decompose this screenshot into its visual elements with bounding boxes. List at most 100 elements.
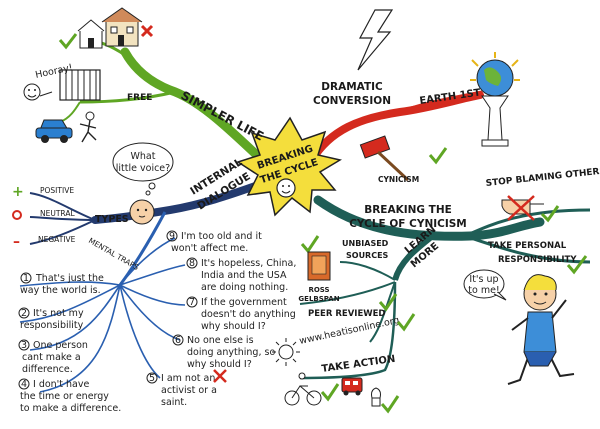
car-icon [35, 119, 73, 143]
house-icon [101, 7, 143, 47]
branch-peer [299, 281, 396, 305]
peer-reviewed-label: PEER REVIEWED [308, 309, 385, 319]
lightning-icon [357, 9, 394, 71]
svg-text:4: 4 [21, 379, 27, 390]
trap-1: 1 That's just the way the world is. [20, 272, 104, 296]
dramatic-label-line1: DRAMATIC [321, 81, 383, 93]
to-me-text: to me! [468, 285, 499, 296]
speech-bubble [463, 269, 507, 301]
branch-internal [91, 181, 262, 224]
website-label: www.heatisonline.org [298, 315, 400, 347]
svg-text:2: 2 [21, 308, 27, 319]
trap-line-1 [19, 281, 121, 287]
svg-text:No one else is: No one else is [187, 335, 254, 346]
house-icon [77, 19, 105, 49]
trap-line-7 [119, 284, 186, 306]
breaking-cynicism-line2: CYCLE OF CYNICISM [349, 218, 467, 230]
svg-text:cant make a: cant make a [22, 352, 81, 363]
checkmark-icon [300, 235, 320, 254]
simpler-life-label: SIMPLER LIFE [179, 88, 266, 143]
trap-8: 8 It's hopeless, China, India and the US… [186, 257, 296, 293]
checkmark-icon [380, 395, 400, 414]
svg-text:why should I?: why should I? [201, 321, 266, 332]
trap-9: 9 I'm too old and it won't affect me. [166, 230, 262, 254]
checkmark-icon [320, 383, 340, 402]
svg-text:6: 6 [175, 335, 181, 346]
smiley-icon [23, 83, 53, 101]
types-label: TYPES [95, 214, 129, 225]
svg-text:to make a difference.: to make a difference. [20, 403, 121, 414]
svg-text:I don't have: I don't have [33, 379, 90, 390]
svg-text:If the government: If the government [201, 297, 287, 308]
cross-icon [213, 369, 227, 383]
checkmark-icon [540, 205, 560, 223]
thought-bubble [112, 142, 174, 196]
branch-responsibility [464, 234, 591, 264]
svg-text:9: 9 [169, 231, 175, 242]
runner-icon [79, 111, 97, 143]
svg-text:saint.: saint. [161, 397, 187, 408]
globe-trophy-icon [470, 52, 520, 147]
svg-text:doing anything, so: doing anything, so [187, 347, 275, 358]
trap-6: 6 No one else is doing anything, so why … [172, 334, 275, 370]
plus-icon: + [12, 184, 24, 200]
svg-text:difference.: difference. [22, 364, 73, 375]
svg-text:I'm too old and it: I'm too old and it [181, 231, 262, 242]
svg-text:activist or a: activist or a [161, 385, 217, 396]
branch-website [369, 281, 396, 343]
svg-text:responsibility: responsibility [20, 320, 84, 331]
breaking-cynicism-line1: BREAKING THE [364, 204, 452, 216]
neutral-label: NEUTRAL [40, 209, 75, 218]
free-label: FREE [127, 93, 152, 103]
hammer-icon [359, 135, 410, 182]
svg-text:doesn't do anything: doesn't do anything [201, 309, 296, 320]
boy-icon [507, 274, 575, 385]
ross-line1: ROSS [308, 286, 329, 294]
sun-icon [272, 338, 300, 366]
negative-label: NEGATIVE [38, 235, 76, 244]
its-up-text: It's up [469, 274, 498, 285]
branch-take-action [299, 281, 397, 380]
minus-icon: – [13, 234, 20, 250]
hand-icon [501, 195, 544, 221]
branch-unbiased [339, 261, 396, 281]
svg-text:won't affect me.: won't affect me. [171, 243, 248, 254]
trap-7: 7 If the government doesn't do anything … [186, 296, 296, 332]
branch-dramatic [308, 91, 484, 164]
branch-earth [399, 90, 483, 114]
svg-text:way the world is.: way the world is. [20, 285, 101, 296]
bus-icon [341, 377, 363, 396]
svg-text:the time or energy: the time or energy [20, 391, 109, 402]
svg-text:I am not an: I am not an [161, 373, 215, 384]
center-burst [236, 116, 342, 217]
jail-icon [59, 69, 101, 101]
checkmark-icon [378, 293, 398, 312]
checkmark-icon [566, 255, 588, 275]
cynicism-word: CYNICISM [378, 175, 419, 184]
svg-text:why should I?: why should I? [187, 359, 252, 370]
svg-text:That's just the: That's just the [35, 273, 104, 284]
branch-breaking-cynicism [313, 195, 545, 241]
svg-text:3: 3 [21, 340, 27, 351]
trap-line-2 [19, 284, 121, 323]
branch-learn-more [392, 235, 432, 281]
trap-2: 2 It's not my responsibility [18, 307, 84, 331]
bicycle-icon [284, 372, 322, 406]
bubble-text-line2: little voice? [116, 163, 170, 174]
branch-neutral [29, 216, 96, 221]
branch-negative [29, 219, 96, 245]
checkmark-icon [58, 33, 78, 50]
trap-line-5 [119, 284, 161, 379]
svg-text:India and the USA: India and the USA [201, 270, 287, 281]
stick-figure-icon [276, 178, 296, 198]
take-personal-label: TAKE PERSONAL [488, 241, 567, 251]
svg-text:It's not my: It's not my [33, 308, 84, 319]
trap-4: 4 I don't have the time or energy to mak… [18, 378, 121, 414]
trap-line-8 [119, 264, 186, 286]
svg-text:8: 8 [189, 258, 195, 269]
unbiased-line1: UNBIASED [342, 239, 389, 248]
svg-text:1: 1 [23, 273, 29, 284]
face-icon [129, 199, 155, 225]
branch-positive [29, 192, 96, 221]
